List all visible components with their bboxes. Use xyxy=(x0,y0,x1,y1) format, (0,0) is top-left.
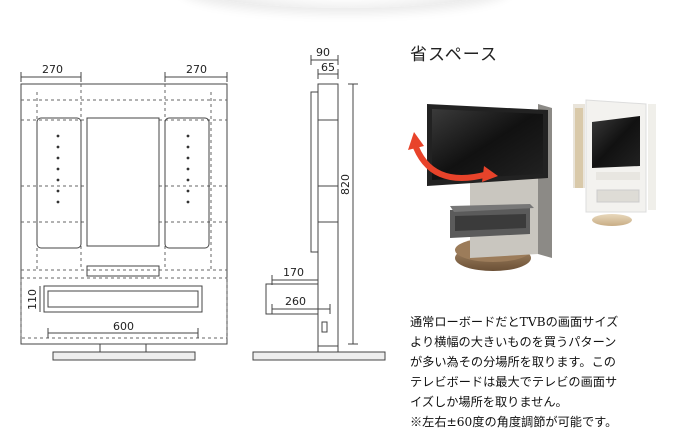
description-note: ※左右±60度の角度調節が可能です。 xyxy=(410,415,618,429)
description-line: イズしか場所を取りません。 xyxy=(410,395,568,409)
section-description: 通常ローボードだとTVBの画面サイズ より横幅の大きいものを買うパターン が多い… xyxy=(410,312,682,432)
dim-shelf-depth-170: 170 xyxy=(283,266,304,279)
description-line: より横幅の大きいものを買うパターン xyxy=(410,335,617,349)
description-line: 通常ローボードだとTVBの画面サイズ xyxy=(410,315,619,329)
side-view-drawing xyxy=(252,55,386,361)
dim-depth-total: 90 xyxy=(316,46,330,59)
dim-shelf-width: 600 xyxy=(113,320,134,333)
section-title: 省スペース xyxy=(410,45,498,65)
rotation-arrow-icon xyxy=(408,132,498,182)
front-view-drawing xyxy=(20,72,228,361)
tv-stand-white-photo xyxy=(573,99,656,226)
dim-depth-post: 65 xyxy=(321,61,335,74)
dim-shelf-height: 110 xyxy=(26,289,39,310)
description-line: テレビボードは最大でテレビの画面サ xyxy=(410,375,618,389)
top-decorative-arc xyxy=(180,0,510,8)
dim-height: 820 xyxy=(339,174,352,195)
description-line: が多い為その分場所を取ります。この xyxy=(410,355,616,369)
tv-stand-dark-photo xyxy=(427,104,552,271)
dim-width-left: 270 xyxy=(42,63,63,76)
dim-shelf-depth-260: 260 xyxy=(285,295,306,308)
dim-width-right: 270 xyxy=(186,63,207,76)
